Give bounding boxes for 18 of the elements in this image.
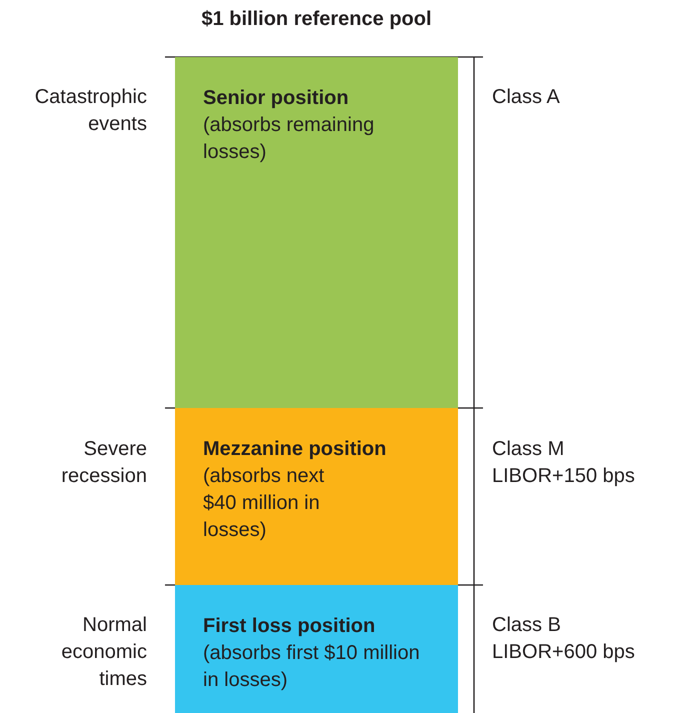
class-label: LIBOR+150 bps bbox=[492, 464, 636, 489]
tranche-band bbox=[175, 408, 458, 585]
scenario-label: Severe recession bbox=[60, 437, 147, 489]
class-label: Class M bbox=[492, 437, 566, 462]
scenario-label: Catastrophic events bbox=[34, 85, 147, 137]
tranche-band bbox=[175, 57, 458, 408]
tranche-description: (absorbs next $40 million in losses) bbox=[203, 464, 326, 543]
tranche-band bbox=[175, 585, 458, 713]
tranche-description: (absorbs first $10 million in losses) bbox=[203, 641, 421, 693]
class-label: Class A bbox=[492, 85, 561, 110]
tranche-heading: Mezzanine position bbox=[203, 437, 386, 462]
class-label: LIBOR+600 bps bbox=[492, 640, 636, 665]
tranche-heading: Senior position bbox=[203, 86, 349, 111]
diagram-title: $1 billion reference pool bbox=[200, 8, 433, 31]
tranche-heading: First loss position bbox=[203, 614, 376, 639]
tranche-description: (absorbs remaining losses) bbox=[203, 113, 376, 165]
class-label: Class B bbox=[492, 613, 562, 638]
scenario-label: Normal economic times bbox=[60, 613, 147, 692]
